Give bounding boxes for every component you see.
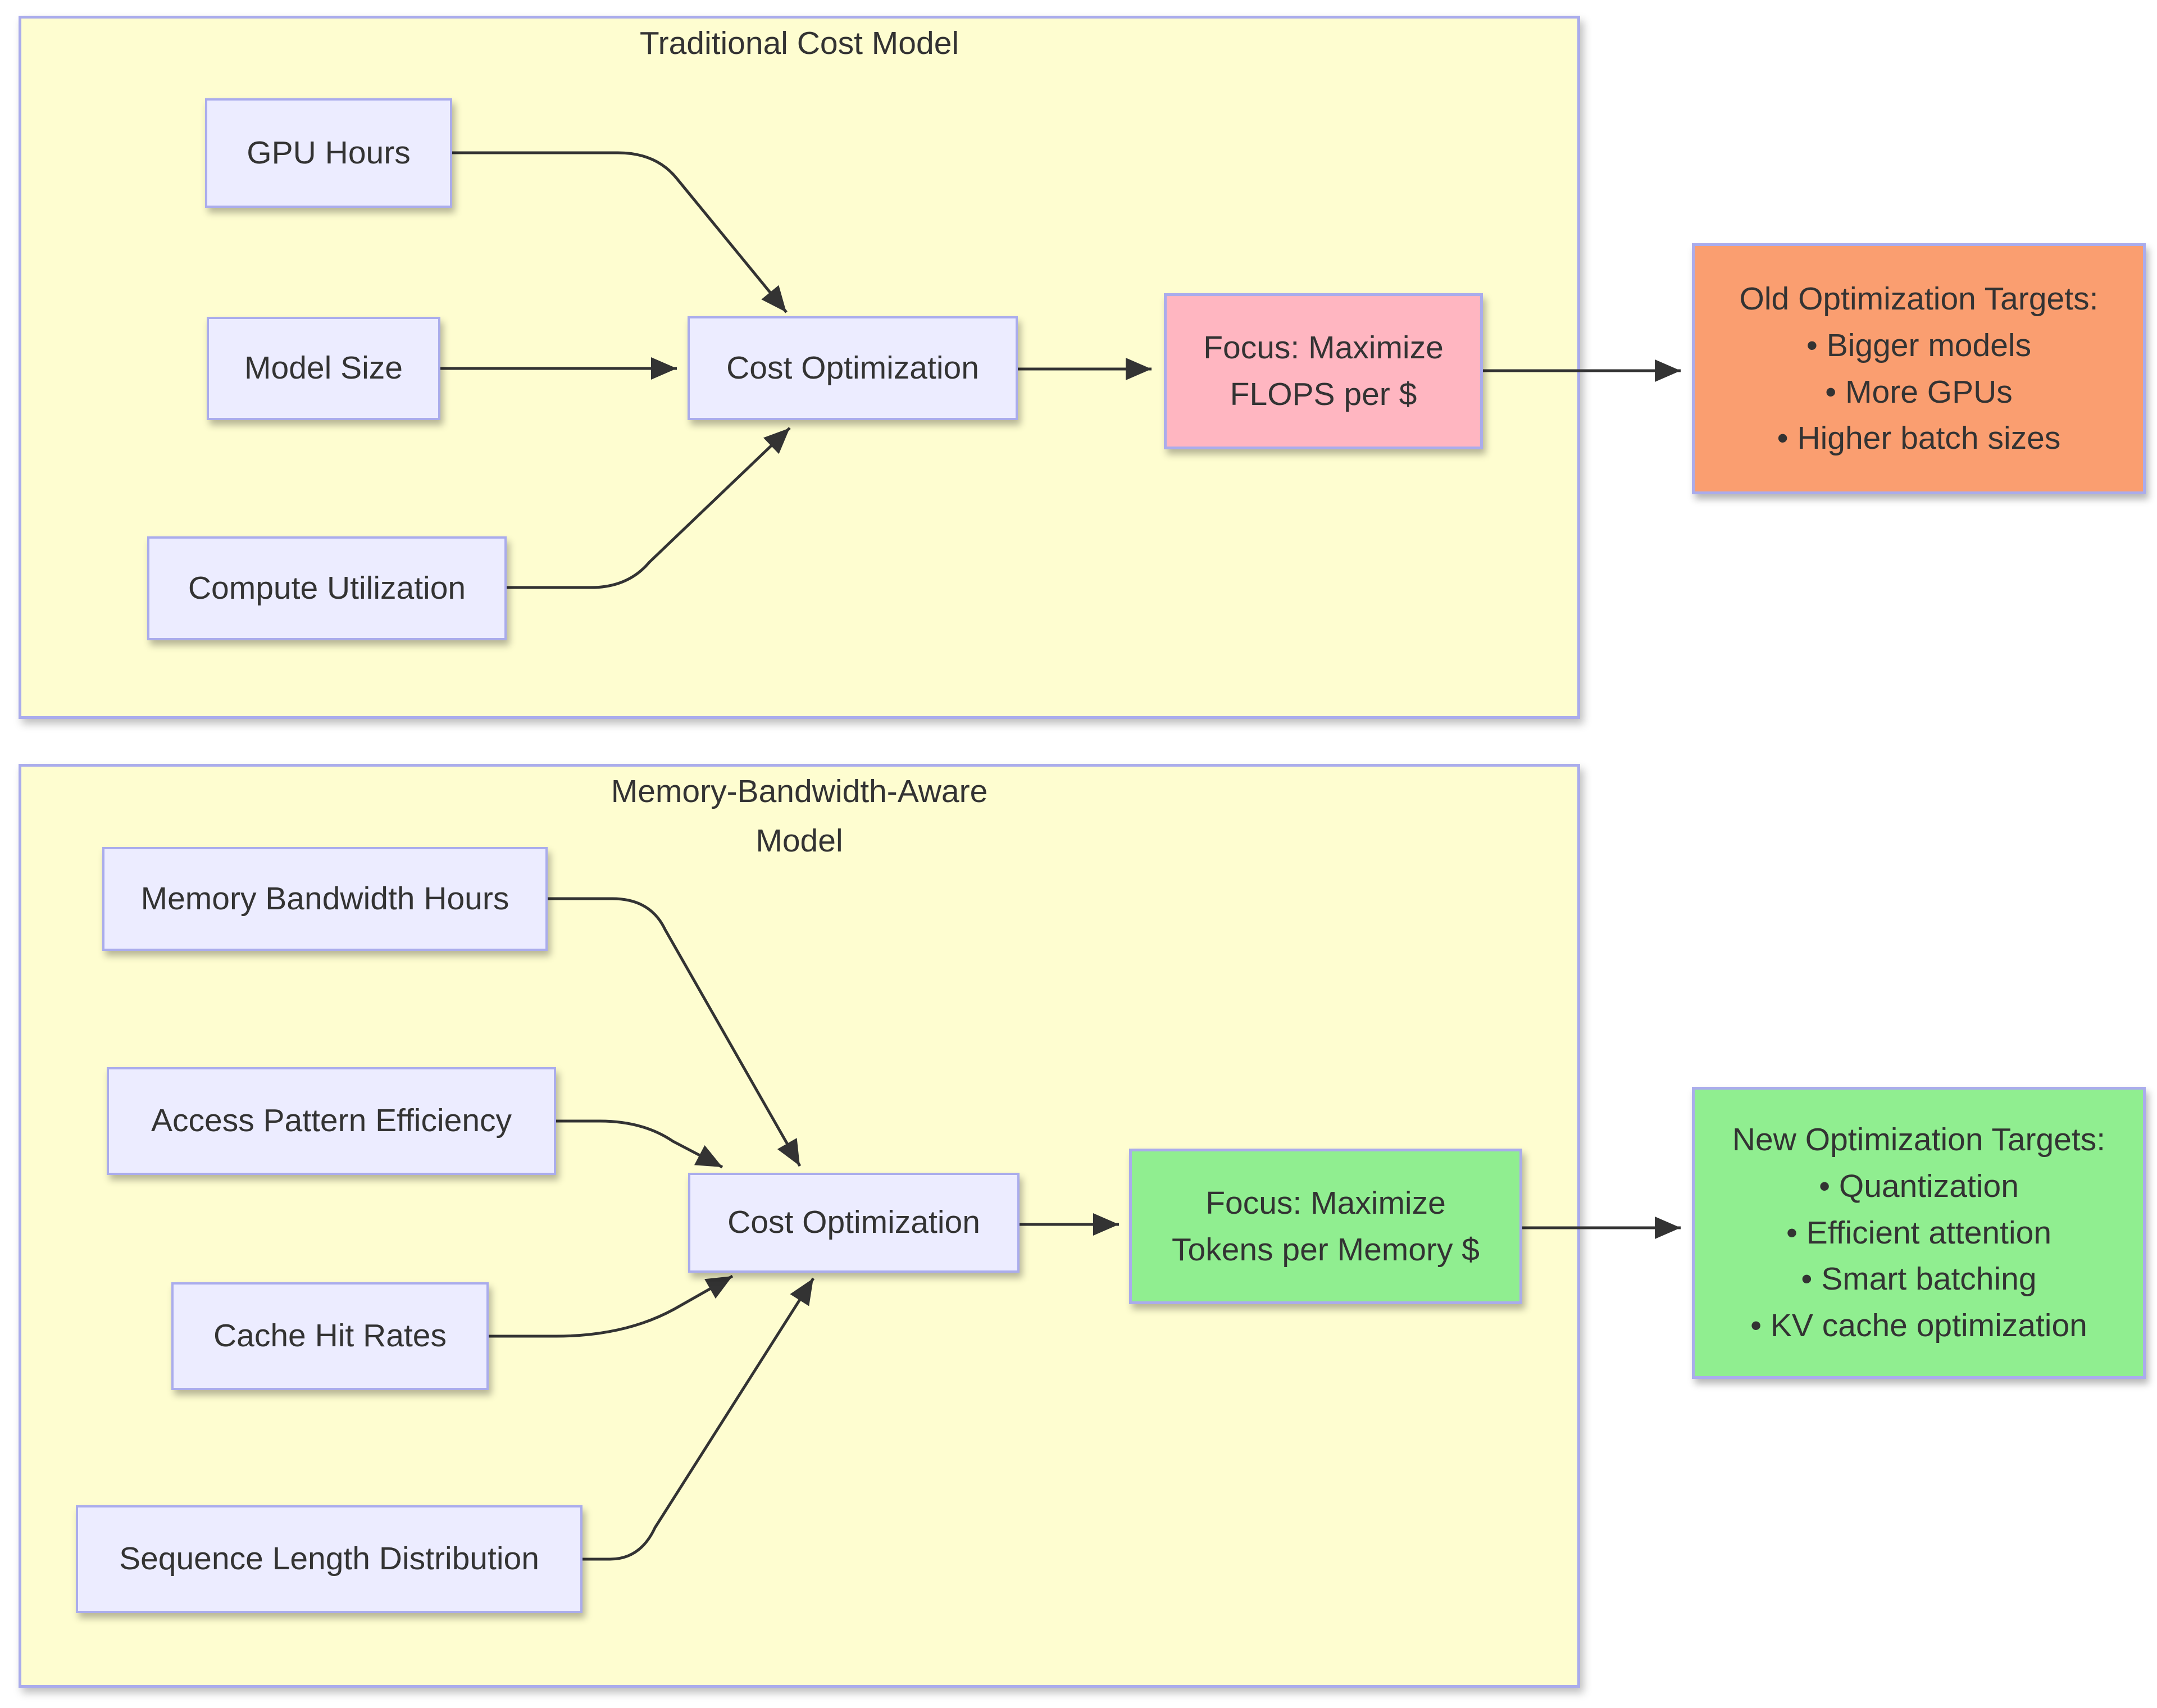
- targets-line: • Bigger models: [1806, 327, 2032, 363]
- node-compute-utilization: Compute Utilization: [147, 536, 507, 640]
- section-title-memory-line1: Memory-Bandwidth-Aware: [611, 773, 988, 809]
- node-gpu-hours: GPU Hours: [205, 98, 452, 208]
- edge-compute-utilization-to-cost-optimization: [506, 427, 791, 589]
- node-old-optimization-targets: Old Optimization Targets: • Bigger model…: [1692, 243, 2146, 494]
- edge-sequence-length-distribution-to-cost-optimization: [583, 1277, 815, 1561]
- node-access-pattern-efficiency: Access Pattern Efficiency: [107, 1067, 556, 1175]
- focus-line: Focus: Maximize: [1205, 1185, 1446, 1221]
- edge-access-pattern-efficiency-to-cost-optimization: [556, 1119, 723, 1169]
- targets-line: • More GPUs: [1825, 374, 2013, 410]
- node-sequence-length-distribution: Sequence Length Distribution: [76, 1505, 583, 1613]
- focus-line: Focus: Maximize: [1203, 330, 1444, 366]
- node-focus-maximize-tokens: Focus: Maximize Tokens per Memory $: [1129, 1149, 1522, 1304]
- node-memory-bandwidth-hours: Memory Bandwidth Hours: [102, 847, 548, 951]
- node-cache-hit-rates: Cache Hit Rates: [171, 1282, 489, 1390]
- targets-line: • Quantization: [1819, 1168, 2019, 1205]
- section-title-traditional: Traditional Cost Model: [639, 25, 959, 61]
- targets-line: Old Optimization Targets:: [1739, 281, 2099, 317]
- targets-line: • Higher batch sizes: [1777, 420, 2061, 457]
- node-cost-optimization-memory: Cost Optimization: [688, 1173, 1020, 1273]
- targets-line: • Efficient attention: [1786, 1214, 2052, 1251]
- targets-line: • Smart batching: [1801, 1261, 2037, 1297]
- node-focus-maximize-flops: Focus: Maximize FLOPS per $: [1164, 293, 1483, 449]
- section-title-memory-line2: Model: [756, 823, 843, 859]
- targets-line: New Optimization Targets:: [1732, 1122, 2106, 1158]
- edge-gpu-hours-to-cost-optimization: [452, 151, 788, 313]
- node-model-size: Model Size: [207, 317, 440, 420]
- edge-cache-hit-rates-to-cost-optimization: [489, 1274, 734, 1338]
- section-title-memory: Memory-Bandwidth-Aware Model: [21, 767, 1577, 866]
- focus-line: Tokens per Memory $: [1171, 1231, 1480, 1268]
- focus-line: FLOPS per $: [1230, 376, 1417, 412]
- node-cost-optimization-traditional: Cost Optimization: [688, 316, 1018, 420]
- targets-line: • KV cache optimization: [1750, 1307, 2087, 1343]
- node-new-optimization-targets: New Optimization Targets: • Quantization…: [1692, 1087, 2146, 1379]
- edge-memory-bandwidth-hours-to-cost-optimization: [548, 897, 802, 1167]
